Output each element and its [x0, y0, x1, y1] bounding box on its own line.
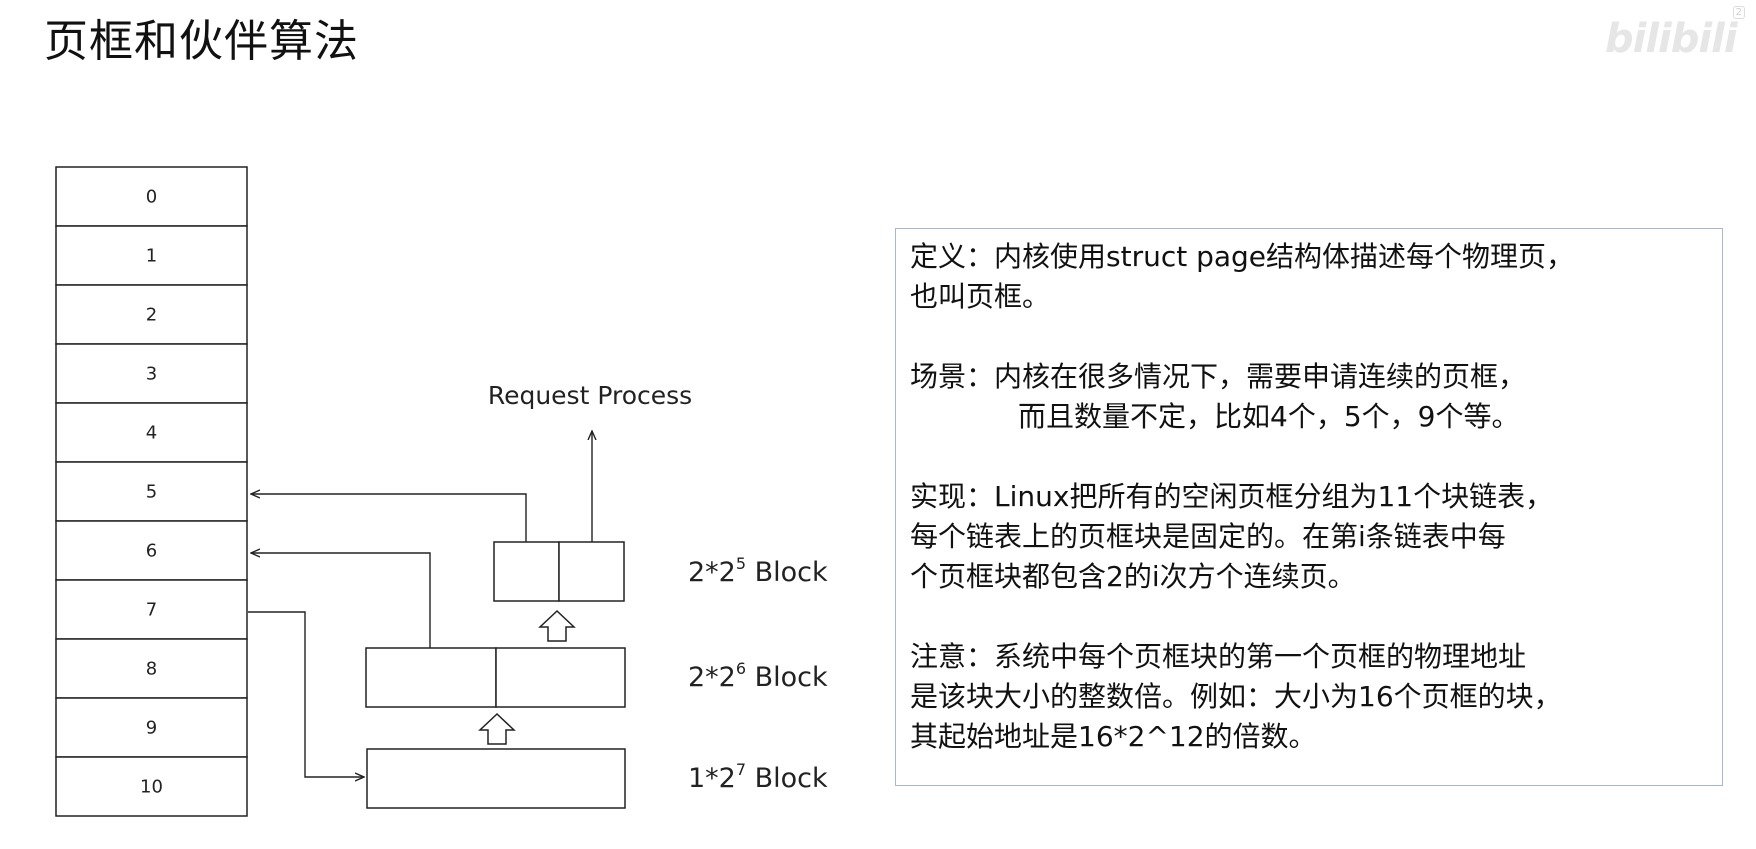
- page-frame-row: [55, 579, 248, 640]
- scenario-paragraph: 场景：内核在很多情况下，需要申请连续的页框， 而且数量不定，比如4个，5个，9个…: [910, 357, 1722, 437]
- definition-paragraph: 定义：内核使用struct page结构体描述每个物理页， 也叫页框。: [910, 237, 1722, 317]
- block-label-suffix: Block: [746, 662, 828, 693]
- block-label-exponent: 6: [736, 659, 746, 678]
- block-order-5-right: [558, 541, 625, 602]
- block-label-exponent: 7: [736, 760, 746, 779]
- page-frame-row-label: 7: [146, 600, 157, 621]
- page-frame-row: [55, 697, 248, 758]
- split-up-arrow-icon: [538, 609, 576, 642]
- slide-title: 页框和伙伴算法: [44, 16, 359, 67]
- block-order-6-right: [495, 647, 626, 708]
- page-frame-row-label: 6: [146, 541, 157, 562]
- text-line: 场景：内核在很多情况下，需要申请连续的页框，: [910, 360, 1527, 393]
- text-line: 是该块大小的整数倍。例如：大小为16个页框的块，: [910, 680, 1562, 713]
- text-line: 个页框块都包含2的i次方个连续页。: [910, 560, 1356, 593]
- text-line: 其起始地址是16*2^12的倍数。: [910, 720, 1317, 753]
- block-label-prefix: 1*2: [688, 763, 736, 794]
- request-process-label: Request Process: [488, 381, 692, 410]
- block-label-order-6: 2*26 Block: [688, 659, 828, 693]
- page-frame-row: [55, 343, 248, 404]
- text-line: 实现：Linux把所有的空闲页框分组为11个块链表，: [910, 480, 1554, 513]
- split-up-arrow-icon: [478, 712, 516, 745]
- block-label-suffix: Block: [746, 763, 828, 794]
- page-frame-row-label: 10: [140, 777, 163, 798]
- page-frame-row-label: 5: [146, 482, 157, 503]
- page-frame-row-label: 3: [146, 364, 157, 385]
- text-line: 而且数量不定，比如4个，5个，9个等。: [1018, 400, 1520, 433]
- note-paragraph: 注意：系统中每个页框块的第一个页框的物理地址 是该块大小的整数倍。例如：大小为1…: [910, 637, 1722, 757]
- block-label-suffix: Block: [746, 557, 828, 588]
- page-frame-row-label: 4: [146, 423, 157, 444]
- page-frame-row: [55, 756, 248, 817]
- block-order-7: [366, 748, 626, 809]
- arrow-row7-to-order7-block: [248, 611, 364, 777]
- block-label-prefix: 2*2: [688, 557, 736, 588]
- bilibili-watermark: bilibili 2: [1605, 6, 1745, 76]
- block-label-prefix: 2*2: [688, 662, 736, 693]
- page-frame-row-label: 0: [146, 187, 157, 208]
- watermark-badge: 2: [1732, 6, 1745, 19]
- page-frame-row-label: 2: [146, 305, 157, 326]
- block-order-6-left: [365, 647, 497, 708]
- page-frame-table: 0 1 2 3 4 5 6 7 8 9 10: [55, 166, 248, 817]
- arrow-order5-to-row5: [251, 494, 527, 542]
- block-order-5-left: [493, 541, 560, 602]
- block-label-order-5: 2*25 Block: [688, 554, 828, 588]
- text-line: 也叫页框。: [910, 280, 1051, 313]
- page-frame-row: [55, 520, 248, 581]
- text-line: 定义：内核使用struct page结构体描述每个物理页，: [910, 240, 1575, 273]
- page-frame-row: [55, 461, 248, 522]
- implementation-paragraph: 实现：Linux把所有的空闲页框分组为11个块链表， 每个链表上的页框块是固定的…: [910, 477, 1722, 597]
- page-frame-row: [55, 284, 248, 345]
- watermark-text: bilibili: [1605, 16, 1738, 62]
- block-order-6-pair: [365, 647, 626, 708]
- text-line: 每个链表上的页框块是固定的。在第i条链表中每: [910, 520, 1506, 553]
- block-order-5-pair: [493, 541, 625, 602]
- page-frame-row-label: 8: [146, 659, 157, 680]
- page-frame-row: [55, 638, 248, 699]
- page-frame-row-label: 9: [146, 718, 157, 739]
- arrow-order6-to-row6: [251, 553, 431, 648]
- block-label-order-7: 1*27 Block: [688, 760, 828, 794]
- page-frame-row-label: 1: [146, 246, 157, 267]
- text-line: 注意：系统中每个页框块的第一个页框的物理地址: [910, 640, 1527, 673]
- page-frame-row: [55, 166, 248, 227]
- description-box: 定义：内核使用struct page结构体描述每个物理页， 也叫页框。 场景：内…: [895, 228, 1723, 786]
- block-label-exponent: 5: [736, 554, 746, 573]
